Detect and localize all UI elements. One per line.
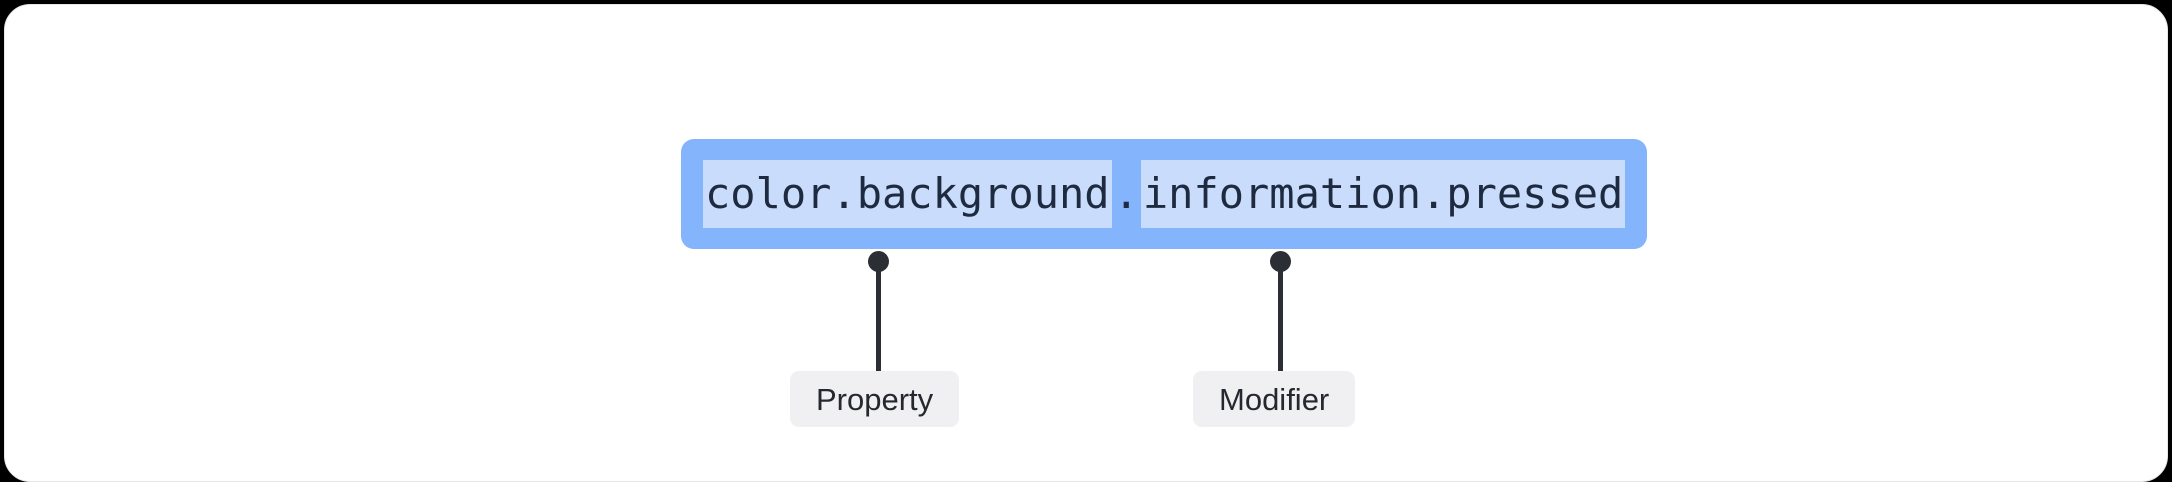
design-token-chip[interactable]: color.background . information.pressed <box>681 139 1648 249</box>
callout-pill-property[interactable]: Property <box>790 371 960 427</box>
property-leader-line <box>876 261 881 371</box>
token-segment-property[interactable]: color.background <box>703 160 1112 228</box>
callout-label-modifier: Modifier <box>1219 381 1330 417</box>
token-segment-separator: . <box>1113 169 1139 218</box>
design-token-text: color.background . information.pressed <box>703 160 1626 228</box>
diagram-stage: color.background . information.pressed P… <box>5 5 2167 481</box>
token-segment-modifier[interactable]: information.pressed <box>1140 160 1626 228</box>
diagram-card: color.background . information.pressed P… <box>4 4 2168 482</box>
modifier-leader-line <box>1278 261 1283 371</box>
callout-pill-modifier[interactable]: Modifier <box>1193 371 1356 427</box>
callout-label-property: Property <box>816 381 934 417</box>
